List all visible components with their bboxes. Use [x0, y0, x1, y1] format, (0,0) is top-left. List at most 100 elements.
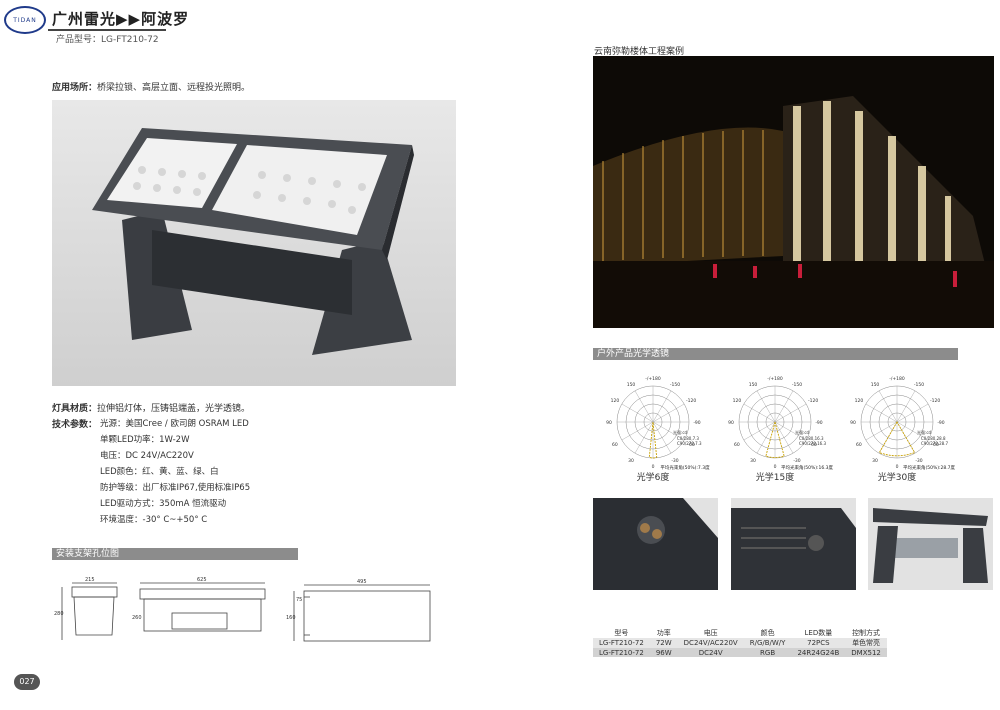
polar-avg-beam: 平均光束角(50%):7.3度 [660, 464, 710, 471]
polar-tick: -120 [808, 398, 818, 404]
mount-section-title: 安装支架孔位图 [52, 548, 298, 560]
material-text: 拉伸铝灯体，压铸铝端盖，光学透镜。 [97, 404, 251, 414]
polar-tick: 90 [728, 420, 734, 426]
page-number: 027 [14, 674, 40, 690]
lens-caption-30: 光学30度 [877, 473, 917, 483]
polar-legend: C90/270,28.7 [921, 441, 948, 446]
polar-tick: 30 [628, 458, 634, 464]
polar-tick: 120 [855, 398, 864, 404]
polar-tick: 60 [734, 442, 740, 448]
polar-tick: 0 [774, 464, 777, 470]
polar-tick: 150 [871, 382, 880, 388]
tech-line-2: 电压：DC 24V/AC220V [100, 451, 194, 461]
tech-line-3: LED颜色：红、黄、蓝、绿、白 [100, 467, 219, 477]
tech-line-5: LED驱动方式：350mA 恒流驱动 [100, 499, 227, 509]
col-led-count: LED数量 [804, 629, 833, 637]
polar-tick: -120 [930, 398, 940, 404]
polar-tick: -/+180 [889, 376, 905, 382]
polar-legend: C0/180,7.3 [677, 436, 699, 441]
polar-tick: 120 [733, 398, 742, 404]
col-power: 功率 [656, 629, 671, 637]
tech-line-4: 防护等级：出厂标准IP67,使用标准IP65 [100, 483, 251, 493]
polar-tick: -60 [687, 442, 694, 448]
application-label: 应用场所： [52, 83, 98, 93]
detail-photo-1 [593, 498, 718, 590]
brand-underline [48, 29, 166, 31]
dim-1: 215 [85, 577, 95, 583]
lens-caption-15: 光学15度 [755, 473, 795, 483]
polar-tick: -90 [693, 420, 700, 426]
application-text: 桥梁拉锁、高层立面、远程投光照明。 [97, 83, 251, 93]
polar-legend: C0/180,28.8 [921, 436, 946, 441]
polar-unit: 光强:cd [795, 429, 810, 435]
lens-caption-6: 光学6度 [636, 473, 670, 483]
brand-logo: TIDAN [4, 6, 46, 34]
polar-chart-30: -150 -120 -90 -60 -30 0 30 60 90 120 150 -/+180 光强:c… [850, 376, 955, 471]
detail-photo-2 [731, 498, 856, 590]
material-row: 灯具材质：拉伸铝灯体，压铸铝端盖，光学透镜。 [52, 401, 250, 414]
polar-tick: -150 [670, 382, 680, 388]
polar-tick: 150 [749, 382, 758, 388]
polar-tick: 60 [856, 442, 862, 448]
polar-tick: 90 [850, 420, 856, 426]
polar-tick: -60 [809, 442, 816, 448]
polar-avg-beam: 平均光束角(50%):28.7度 [903, 464, 956, 471]
tech-label: 技术参数： [52, 420, 98, 430]
polar-tick: 0 [896, 464, 899, 470]
table-header: 型号 功率 电压 颜色 LED数量 控制方式 [593, 628, 887, 638]
polar-tick: -90 [815, 420, 822, 426]
optics-section-title: 户外产品光学透镜 [593, 348, 958, 360]
material-label: 灯具材质： [52, 404, 98, 414]
polar-legend: C0/180,16.3 [799, 436, 824, 441]
product-model: 产品型号：LG-FT210-72 [56, 35, 159, 45]
dim-5: 260 [132, 615, 142, 621]
detail-photo-3 [868, 498, 993, 590]
polar-tick: 120 [611, 398, 620, 404]
dim-7: 75 [296, 597, 302, 603]
col-color: 颜色 [760, 629, 775, 637]
polar-unit: 光强:cd [917, 429, 932, 435]
polar-tick: -150 [914, 382, 924, 388]
polar-tick: -/+180 [645, 376, 661, 382]
col-model: 型号 [614, 629, 629, 637]
polar-tick: -90 [937, 420, 944, 426]
dim-3: 495 [357, 579, 367, 585]
night-building-illustration [593, 56, 994, 328]
polar-tick: 90 [606, 420, 612, 426]
floodlight-illustration [52, 100, 456, 386]
polar-tick: -60 [931, 442, 938, 448]
polar-unit: 光强:cd [673, 429, 688, 435]
dim-2: 625 [197, 577, 207, 583]
tech-line-6: 环境温度：-30° C~+50° C [100, 515, 208, 525]
polar-tick: -30 [793, 458, 800, 464]
polar-charts-svg: -150 -120 -90 -60 -30 0 30 60 90 120 150 -/+180 光强:c… [606, 376, 955, 471]
polar-legend: C90/270,16.3 [799, 441, 826, 446]
dim-6: 160 [286, 615, 296, 621]
product-photo [52, 100, 456, 386]
polar-chart-15: -150-120-90-60-300306090120150-/+180光强:c… [728, 376, 833, 471]
polar-tick: -30 [671, 458, 678, 464]
case-photo [593, 56, 994, 328]
polar-tick: -30 [915, 458, 922, 464]
col-control: 控制方式 [852, 629, 881, 637]
polar-tick: 30 [750, 458, 756, 464]
polar-tick: -150 [792, 382, 802, 388]
polar-chart-6: -150-120-90-60-300306090120150-/+180光强:c… [606, 376, 710, 471]
application-row: 应用场所：桥梁拉锁、高层立面、远程投光照明。 [52, 80, 250, 93]
brand-title: 广州雷光▶▶阿波罗 [52, 10, 190, 28]
mount-drawings: 215 625 495 280 260 160 75 [54, 577, 431, 642]
case-title: 云南弥勒楼体工程案例 [594, 47, 685, 57]
beam-lobe [648, 421, 658, 459]
polar-avg-beam: 平均光束角(50%):16.3度 [781, 464, 834, 471]
tech-line-0: 光源：美国Cree / 欧司朗 OSRAM LED [100, 419, 249, 429]
dim-4: 280 [54, 611, 64, 617]
polar-tick: -120 [686, 398, 696, 404]
polar-tick: 0 [652, 464, 655, 470]
polar-tick: 30 [872, 458, 878, 464]
col-voltage: 电压 [703, 629, 718, 637]
polar-legend: C90/270,7.3 [677, 441, 702, 446]
polar-tick: 60 [612, 442, 618, 448]
